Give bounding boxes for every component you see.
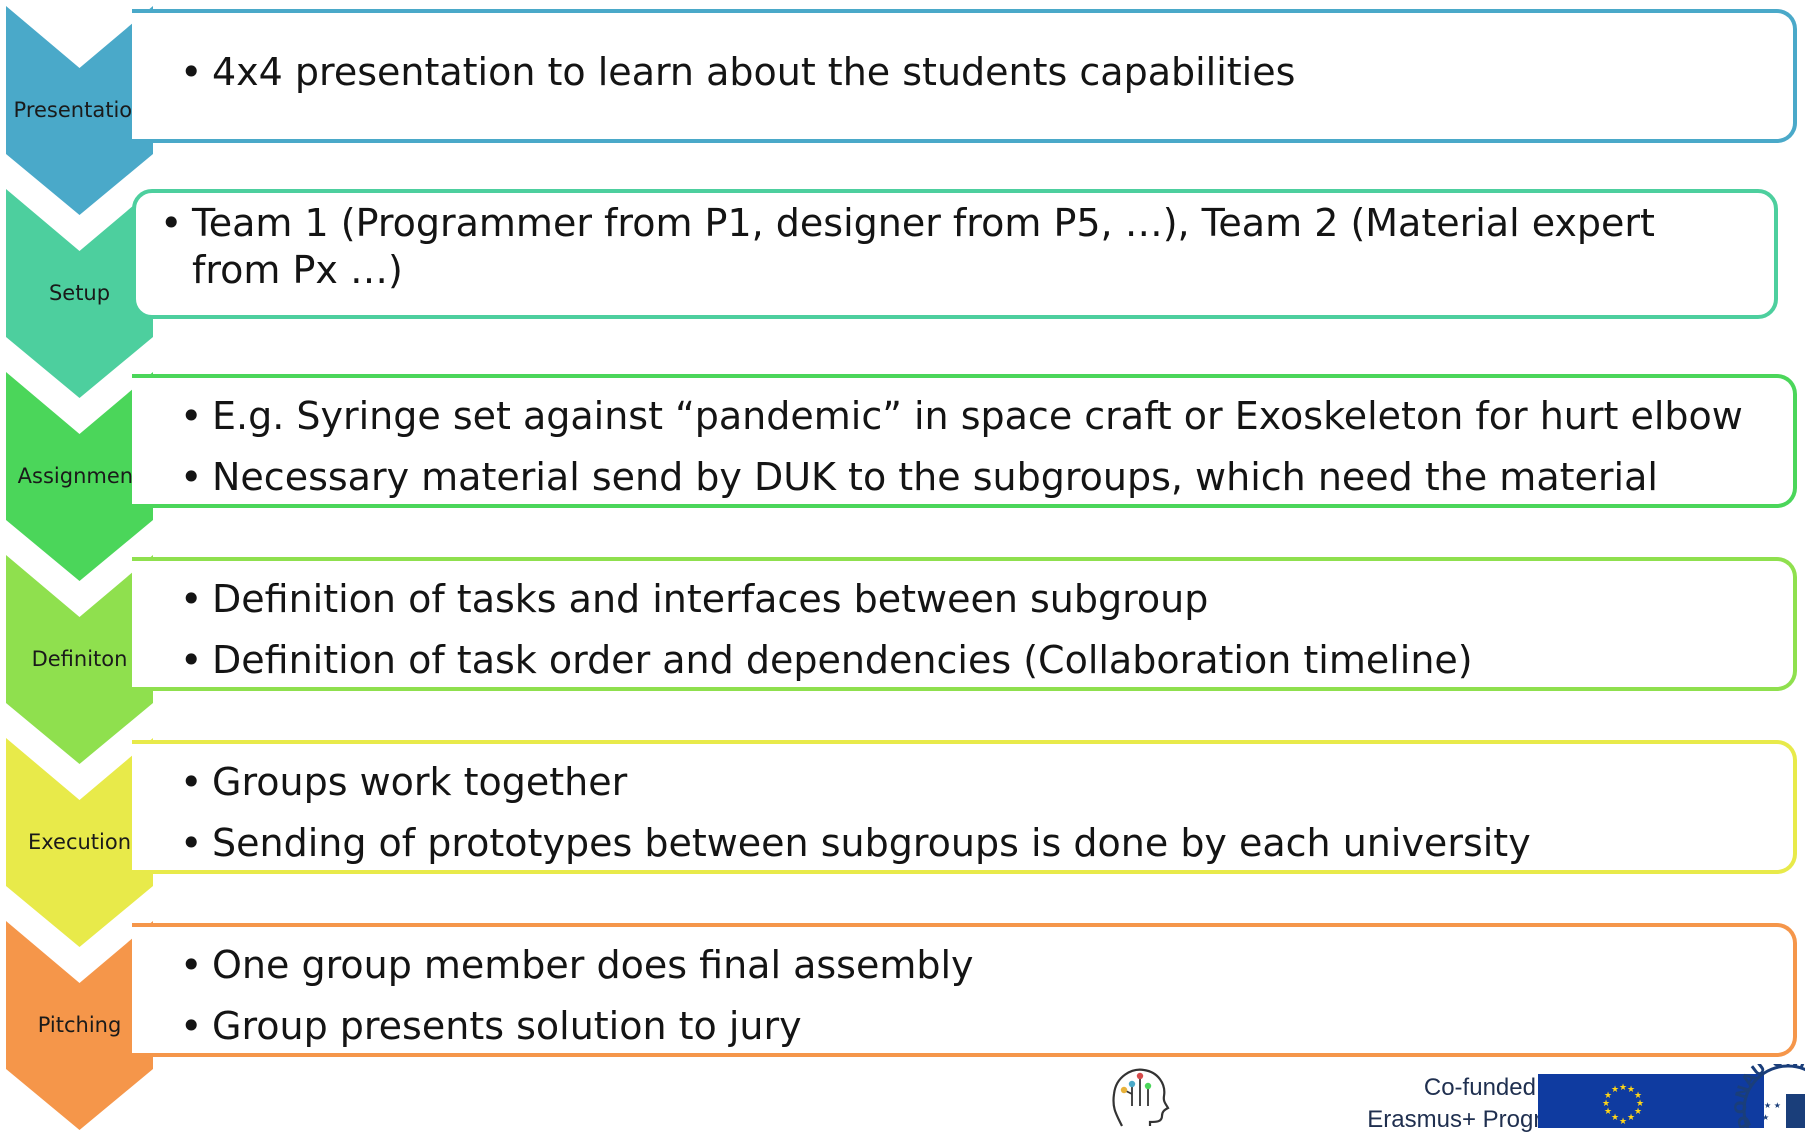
eu-flag-icon: ★★★ ★★★ ★★★ ★★★	[1538, 1074, 1764, 1128]
content-box-assignment	[132, 374, 1797, 508]
svg-text:★: ★	[1619, 1083, 1627, 1093]
chevron-setup	[6, 189, 153, 398]
footer-logos: Co-funded by the Erasmus+ Programme ★★★ …	[1090, 1064, 1805, 1133]
bullet-list-definiton: •Definition of tasks and interfaces betw…	[180, 569, 1800, 691]
chevron-definiton	[6, 555, 153, 764]
svg-text:★: ★	[1627, 1113, 1635, 1123]
bullet-list-execution: •Groups work together •Sending of protot…	[180, 752, 1800, 874]
svg-text:★: ★	[1611, 1085, 1619, 1095]
list-item: •Definition of tasks and interfaces betw…	[180, 577, 1209, 621]
list-item: •4x4 presentation to learn about the stu…	[180, 50, 1296, 94]
bullet-list-presentation: •4x4 presentation to learn about the stu…	[180, 49, 1780, 96]
step-label-pitching: Pitching	[37, 1013, 122, 1037]
svg-text:★: ★	[1762, 1113, 1769, 1122]
list-item: •One group member does final assembly	[180, 943, 974, 987]
bullet-list-pitching: •One group member does final assembly •G…	[180, 935, 1800, 1057]
content-box-pitching	[132, 923, 1797, 1057]
svg-text:★: ★	[1602, 1099, 1610, 1109]
content-box-presentation	[132, 9, 1797, 143]
svg-text:★: ★	[1604, 1107, 1612, 1117]
list-item: •E.g. Syringe set against “pandemic” in …	[180, 394, 1743, 438]
list-item: •Definition of task order and dependenci…	[180, 638, 1473, 682]
list-item: •Team 1 (Programmer from P1, designer fr…	[160, 201, 1655, 292]
content-box-definiton	[132, 557, 1797, 691]
step-label-presentation: Presentation	[13, 98, 146, 122]
svg-text:★: ★	[1619, 1117, 1627, 1127]
chevron-assignment	[6, 372, 153, 581]
svg-text:★: ★	[1636, 1099, 1644, 1109]
university-seal-icon: DONAU UNI ★ ★ ★	[1722, 1064, 1805, 1128]
list-item: •Groups work together	[180, 760, 628, 804]
step-label-setup: Setup	[48, 281, 111, 305]
svg-text:★: ★	[1611, 1113, 1619, 1123]
svg-text:★: ★	[1604, 1091, 1612, 1101]
step-label-definiton: Definiton	[31, 647, 128, 671]
bullet-list-setup: •Team 1 (Programmer from P1, designer fr…	[160, 200, 1750, 294]
chevron-pitching	[6, 921, 153, 1130]
step-label-assignment: Assignment	[17, 464, 142, 488]
content-box-setup	[132, 189, 1778, 319]
svg-text:★: ★	[1627, 1085, 1635, 1095]
svg-text:★: ★	[1634, 1107, 1642, 1117]
step-label-execution: Execution	[27, 830, 132, 854]
svg-text:★ ★: ★ ★	[1764, 1101, 1781, 1110]
bullet-list-assignment: •E.g. Syringe set against “pandemic” in …	[180, 386, 1800, 508]
chevron-presentation	[6, 6, 153, 215]
svg-text:★: ★	[1634, 1091, 1642, 1101]
list-item: •Necessary material send by DUK to the s…	[180, 455, 1658, 499]
list-item: •Sending of prototypes between subgroups…	[180, 821, 1531, 865]
list-item: •Group presents solution to jury	[180, 1004, 802, 1048]
chevron-execution	[6, 738, 153, 947]
brain-network-icon	[1102, 1064, 1172, 1128]
content-box-execution	[132, 740, 1797, 874]
